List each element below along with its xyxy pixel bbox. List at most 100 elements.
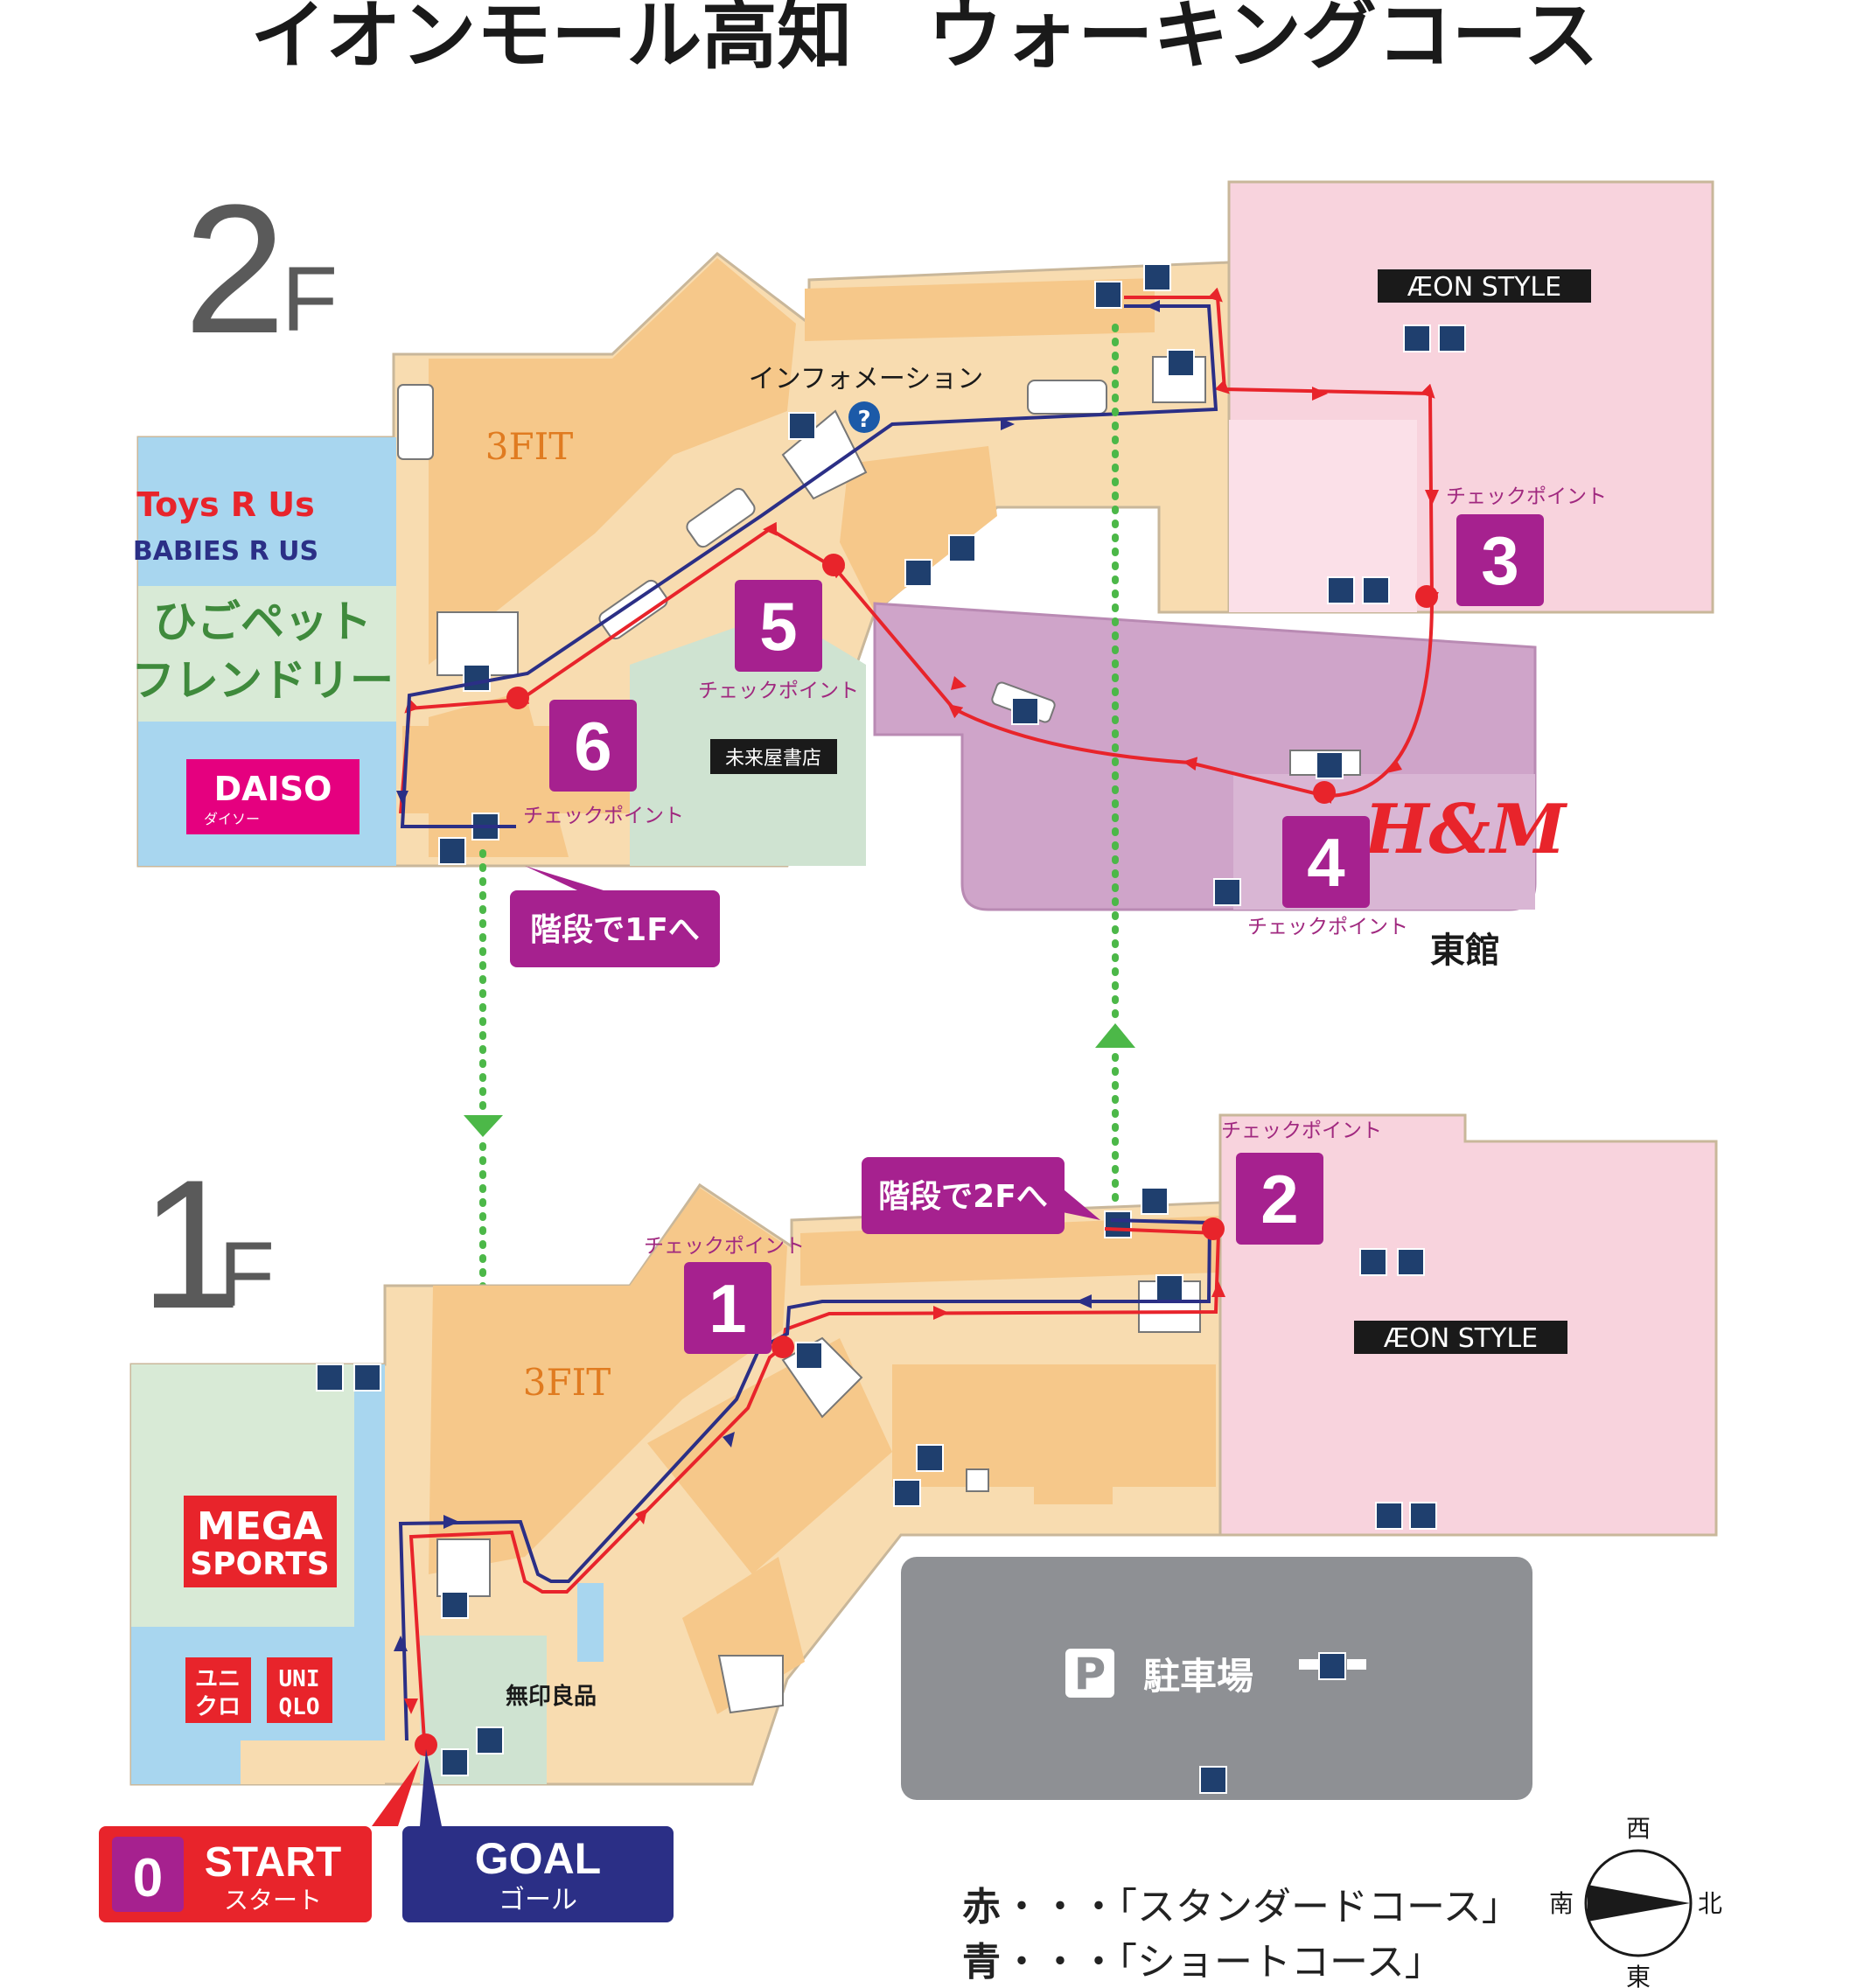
store-daiso: DAISO: [214, 770, 332, 808]
elevator-icon: [441, 1748, 469, 1776]
elevator-icon: [1199, 1766, 1227, 1794]
store-uniqlo-kana-1: ユニ: [195, 1666, 241, 1692]
escalator-icon: [788, 412, 816, 440]
stairs-icon: [476, 1726, 504, 1754]
checkpoint-6: 6 チェックポイント: [523, 700, 684, 827]
checkpoint-5-number: 5: [759, 588, 797, 665]
route-arrows-1f-blue: [394, 1294, 1092, 1651]
parking-text: 駐車場: [1143, 1655, 1253, 1698]
elevator-icon: [1213, 878, 1241, 906]
checkpoint-6-label: チェックポイント: [523, 805, 684, 827]
store-bookstore: 未来屋書店: [725, 748, 821, 770]
checkpoint-4-label: チェックポイント: [1247, 916, 1408, 938]
checkpoint-3: チェックポイント 3: [1446, 485, 1607, 606]
legend: 赤 ・・・「スタンダードコース」 青 ・・・「ショートコース」: [962, 1885, 1520, 1985]
store-hidepet-2: フレンドリー: [131, 655, 394, 706]
goal-kana: ゴール: [499, 1885, 577, 1915]
start-kana: スタート: [224, 1886, 322, 1915]
start-number: 0: [133, 1848, 163, 1908]
stairs-icon: [1327, 576, 1355, 604]
checkpoint-6-number: 6: [574, 708, 611, 785]
store-uniqlo-1: UNI: [279, 1666, 320, 1692]
elevator-icon: [893, 1479, 921, 1507]
stairs-icon: [916, 1444, 944, 1472]
compass-needle-icon: [1588, 1885, 1690, 1922]
to-1f-bubble: 階段で1Fへ: [510, 866, 720, 967]
to-2f-bubble: 階段で2Fへ: [862, 1157, 1100, 1234]
checkpoint-dots-1f: [415, 1217, 1225, 1756]
stairs-icon: [316, 1364, 344, 1392]
compass-east: 東: [1626, 1963, 1651, 1988]
checkpoint-5-label: チェックポイント: [698, 680, 859, 702]
escalator-icon: [1438, 324, 1466, 352]
elevator-icon: [1362, 576, 1390, 604]
checkpoint-4: 4 チェックポイント: [1247, 816, 1408, 938]
parking-symbol: P: [1074, 1649, 1107, 1699]
store-uniqlo-kana-2: クロ: [195, 1694, 241, 1720]
route-arrows-1f: [404, 1281, 1225, 1714]
checkpoint-1-label: チェックポイント: [644, 1235, 805, 1258]
floor-2f-unit: F: [282, 248, 338, 351]
escalator-icon: [1397, 1248, 1425, 1276]
compass-north: 北: [1698, 1889, 1722, 1918]
information-label: インフォメーション: [749, 364, 984, 394]
store-muji: 無印良品: [506, 1683, 597, 1710]
legend-red-text: ・・・「スタンダードコース」: [1002, 1885, 1520, 1929]
stairs-icon: [948, 534, 976, 562]
escalator-icon: [1167, 349, 1195, 377]
goal-badge: GOAL ゴール: [402, 1826, 674, 1922]
escalator-icon: [1318, 1652, 1346, 1680]
floor-1f-unit: F: [219, 1224, 275, 1326]
route-arrows-2f: [951, 387, 1439, 773]
aeon-style-1f-logo: ÆON STYLE: [1354, 1321, 1567, 1354]
checkpoint-1-number: 1: [709, 1270, 746, 1347]
store-mega: MEGA: [197, 1504, 323, 1549]
checkpoint-3-label: チェックポイント: [1446, 485, 1607, 508]
stairs-icon: [1375, 1502, 1403, 1530]
store-hidepet-1: ひごペット: [153, 596, 372, 647]
escalator-icon: [441, 1591, 469, 1619]
route-arrows-2f-blue: [396, 300, 1160, 805]
short-course-2f: [400, 304, 1218, 828]
elevator-icon: [1141, 1187, 1169, 1215]
elevator-icon: [353, 1364, 381, 1392]
legend-blue-word: 青: [962, 1940, 1001, 1985]
checkpoint-3-number: 3: [1481, 522, 1518, 599]
compass-south: 南: [1549, 1889, 1574, 1918]
store-babiesrus: BABIES R US: [133, 536, 318, 567]
map-title: イオンモール高知 ウォーキングコース: [250, 0, 1598, 80]
floor-2f-number: 2: [184, 166, 286, 372]
uniqlo-logo: ユニ クロ UNI QLO: [185, 1657, 332, 1723]
store-hm: H&M: [1363, 790, 1568, 869]
checkpoint-2: チェックポイント 2: [1221, 1120, 1382, 1245]
escalator-icon: [1155, 1274, 1183, 1302]
compass: 西 南 北 東: [1549, 1814, 1722, 1988]
store-3fit-2f: 3FIT: [485, 425, 573, 468]
stairs-icon: [1104, 1210, 1132, 1238]
bookstore-sign: 未来屋書店: [710, 739, 837, 774]
east-wing-label: 東館: [1430, 931, 1500, 971]
mega-sports-logo: MEGA SPORTS: [184, 1496, 337, 1587]
legend-blue-text: ・・・「ショートコース」: [1002, 1940, 1443, 1985]
stairs-icon: [1094, 281, 1122, 309]
store-aeon-style-1f: ÆON STYLE: [1384, 1323, 1538, 1354]
to-1f-label: 階段で1Fへ: [530, 912, 700, 948]
elevator-icon: [438, 837, 466, 865]
store-toysrus: Toys R Us: [136, 485, 315, 524]
short-course-1f: [398, 1218, 1212, 1741]
checkpoint-dots-2f: [506, 554, 1438, 804]
checkpoint-4-number: 4: [1307, 824, 1344, 901]
store-daiso-kana: ダイソー: [204, 811, 260, 827]
start-label: START: [205, 1839, 341, 1886]
svg-text:?: ?: [857, 407, 870, 433]
daiso-logo: DAISO ダイソー: [186, 759, 360, 834]
elevator-icon: [1143, 263, 1171, 291]
stairs-icon: [1359, 1248, 1387, 1276]
store-3fit-1f: 3FIT: [523, 1361, 611, 1404]
stairs-icon: [1403, 324, 1431, 352]
store-aeon-style-2f: ÆON STYLE: [1407, 272, 1561, 303]
checkpoint-2-label: チェックポイント: [1221, 1120, 1382, 1142]
floor-1f-number: 1: [140, 1141, 242, 1347]
escalator-icon: [1011, 697, 1039, 725]
